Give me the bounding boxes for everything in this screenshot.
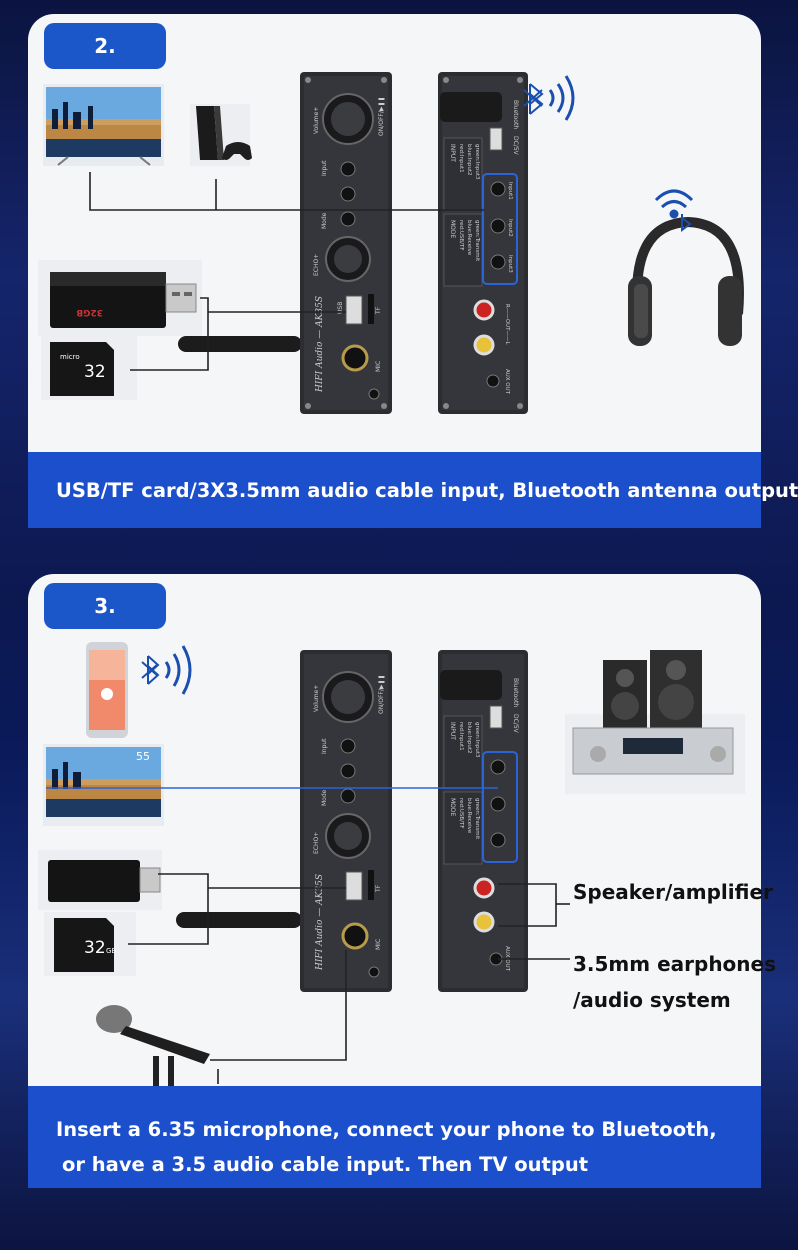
- bluetooth-icon-phone: [141, 645, 192, 695]
- svg-text:blue:Receive: blue:Receive: [466, 220, 472, 256]
- svg-text:USB: USB: [337, 302, 344, 314]
- svg-text:micro: micro: [60, 353, 80, 361]
- wifi-bluetooth-icon: [654, 189, 694, 232]
- game-console-image: [190, 104, 252, 166]
- tv-image: 55: [43, 744, 164, 826]
- svg-text:blue:Input2: blue:Input2: [466, 722, 472, 753]
- earphones-label-line1: 3.5mm earphones: [573, 952, 776, 976]
- usb-drive-image: [38, 850, 162, 910]
- device-front-panel: HIFI Audio — AK35S Volume+ ON/OFF/▶❚❚ In…: [300, 72, 392, 414]
- svg-text:TF: TF: [375, 306, 382, 315]
- svg-text:ECHO+: ECHO+: [313, 832, 320, 854]
- svg-text:ECHO+: ECHO+: [313, 254, 320, 276]
- svg-text:32: 32: [84, 362, 106, 382]
- svg-text:Bluetooth: Bluetooth: [512, 678, 519, 707]
- earphones-label-line2: /audio system: [573, 988, 731, 1012]
- svg-text:GB: GB: [106, 947, 116, 955]
- svg-text:32GB: 32GB: [76, 307, 103, 317]
- svg-text:red:Input1: red:Input1: [458, 144, 464, 173]
- svg-text:blue:Receive: blue:Receive: [466, 798, 472, 834]
- connection-lines: [46, 787, 570, 1084]
- svg-text:ON/OFF/▶❚❚: ON/OFF/▶❚❚: [378, 674, 385, 714]
- svg-text:Input: Input: [321, 160, 328, 176]
- step-2-illustration: 32GB micro 32 HIFI Au: [38, 72, 744, 414]
- svg-text:32: 32: [84, 938, 106, 958]
- svg-text:Mode: Mode: [321, 212, 328, 229]
- svg-text:red:USB/TF: red:USB/TF: [458, 220, 464, 251]
- svg-text:HIFI Audio — AK35S: HIFI Audio — AK35S: [315, 874, 325, 971]
- sd-card-image: 32 GB: [44, 912, 136, 976]
- svg-text:MIC: MIC: [375, 361, 382, 372]
- step-2-card: 2. 32GB: [28, 14, 798, 528]
- svg-text:HIFI Audio — AK35S: HIFI Audio — AK35S: [315, 296, 325, 393]
- microphone-image: [96, 1005, 210, 1086]
- svg-text:R——OUT——L: R——OUT——L: [504, 304, 510, 346]
- svg-text:Volume+: Volume+: [313, 107, 320, 134]
- smartphone-image: [86, 642, 128, 738]
- step-3-illustration: 55 32 GB: [38, 642, 745, 1086]
- step-3-caption-line2: or have a 3.5 audio cable input. Then TV…: [62, 1153, 589, 1176]
- speaker-amplifier-label: Speaker/amplifier: [573, 880, 773, 904]
- speaker-amplifier-image: [565, 650, 745, 794]
- connection-lines: [89, 172, 484, 371]
- step-2-caption: USB/TF card/3X3.5mm audio cable input, B…: [56, 478, 798, 502]
- step-3-caption-line1: Insert a 6.35 microphone, connect your p…: [56, 1118, 717, 1141]
- svg-text:MODE: MODE: [449, 220, 456, 239]
- step-3-card: 3. 55: [28, 574, 776, 1188]
- svg-text:green:Transmit: green:Transmit: [474, 220, 480, 262]
- tv-image: [43, 84, 164, 166]
- bluetooth-antenna: [176, 912, 302, 928]
- svg-text:DC/5V: DC/5V: [512, 136, 519, 156]
- svg-text:Input: Input: [321, 738, 328, 754]
- svg-text:MODE: MODE: [449, 798, 456, 817]
- svg-text:blue:Input2: blue:Input2: [466, 144, 472, 175]
- svg-text:Bluetooth: Bluetooth: [512, 100, 519, 129]
- svg-text:ON/OFF/▶❚❚: ON/OFF/▶❚❚: [378, 96, 385, 136]
- svg-text:green:Input3: green:Input3: [474, 722, 480, 758]
- svg-text:MIC: MIC: [375, 939, 382, 950]
- svg-text:Input3: Input3: [507, 255, 513, 273]
- device-front-panel: HIFI Audio — AK35S Volume+ ON/OFF/▶❚❚ In…: [300, 650, 392, 992]
- step-2-caption-banner: USB/TF card/3X3.5mm audio cable input, B…: [28, 452, 798, 528]
- svg-text:red:Input1: red:Input1: [458, 722, 464, 751]
- device-back-panel: Bluetooth DC/5V INPUT red:Input1 blue:In…: [438, 650, 528, 992]
- svg-text:Input2: Input2: [507, 219, 513, 237]
- step-2-badge: 2.: [44, 23, 166, 69]
- device-back-panel: Bluetooth DC/5V INPUT red:Input1 blue:In…: [438, 72, 528, 414]
- step-3-badge: 3.: [44, 583, 166, 629]
- svg-text:INPUT: INPUT: [449, 722, 456, 740]
- sd-card-image: micro 32: [41, 336, 137, 400]
- svg-text:AUX OUT: AUX OUT: [504, 369, 510, 395]
- svg-text:Mode: Mode: [321, 789, 328, 806]
- usb-drive-image: 32GB: [38, 260, 202, 336]
- svg-text:55: 55: [136, 750, 150, 763]
- svg-text:DC/5V: DC/5V: [512, 714, 519, 734]
- svg-text:green:Input3: green:Input3: [474, 144, 480, 180]
- svg-text:TF: TF: [375, 884, 382, 893]
- svg-text:green:Transmit: green:Transmit: [474, 798, 480, 840]
- svg-text:Input1: Input1: [507, 182, 513, 200]
- bluetooth-antenna: [178, 336, 302, 352]
- step-3-caption-banner: Insert a 6.35 microphone, connect your p…: [28, 1086, 761, 1188]
- svg-text:red:USB/TF: red:USB/TF: [458, 798, 464, 829]
- svg-text:Volume+: Volume+: [313, 685, 320, 712]
- bluetooth-icon: [523, 75, 575, 121]
- svg-text:INPUT: INPUT: [449, 144, 456, 162]
- headphones-image: [628, 216, 744, 346]
